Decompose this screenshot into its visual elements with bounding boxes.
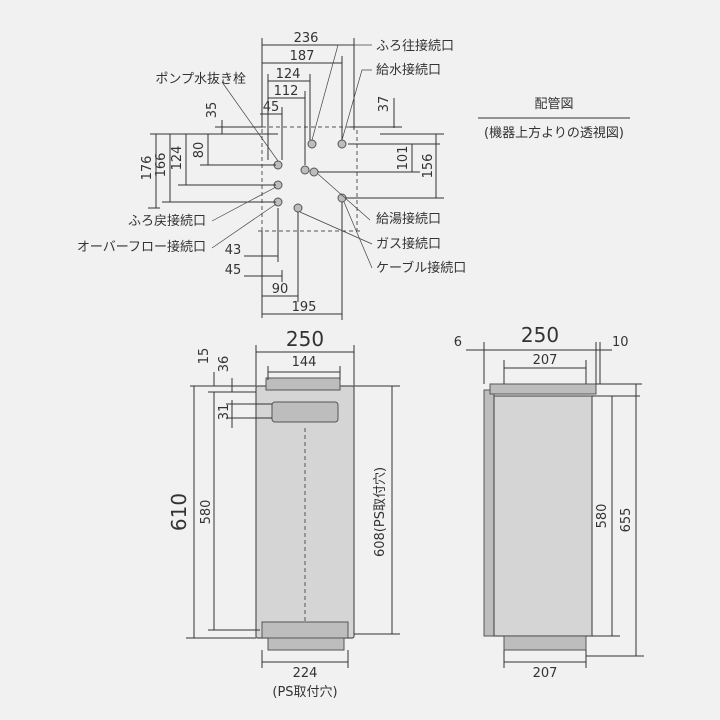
dim-43: 43 — [225, 243, 242, 258]
label-overflow: オーバーフロー接続口 — [77, 239, 206, 255]
side-dim-655: 655 — [619, 508, 634, 533]
front-dim-224: 224 — [293, 666, 318, 681]
label-kyuto: 給湯接続口 — [376, 211, 441, 227]
side-top-cap — [489, 383, 597, 395]
diagram-subtitle: (機器上方よりの透視図) — [484, 125, 624, 141]
dim-37: 37 — [377, 96, 392, 113]
furo-ou-port — [307, 139, 317, 149]
side-view: 6 250 10 207 580 655 207 — [454, 323, 644, 681]
label-cable: ケーブル接続口 — [376, 260, 466, 276]
side-dim-580: 580 — [595, 504, 610, 529]
top-fitting — [265, 377, 341, 391]
bottom-panel — [261, 621, 349, 639]
front-ps-note: (PS取付穴) — [272, 685, 337, 700]
dim-90: 90 — [272, 282, 289, 297]
mounting-bracket — [483, 389, 495, 637]
dim-112: 112 — [274, 84, 299, 99]
kyuto-port — [309, 167, 319, 177]
dim-124: 124 — [276, 67, 301, 82]
dim-236: 236 — [294, 31, 319, 46]
front-width: 250 — [286, 327, 324, 351]
dim-101: 101 — [396, 146, 411, 171]
dim-156: 156 — [421, 154, 436, 179]
label-kyusui: 給水接続口 — [376, 62, 441, 78]
label-furo-modori: ふろ戻接続口 — [128, 213, 206, 229]
gas-port — [293, 203, 303, 213]
bottom-fittings — [267, 637, 345, 651]
side-dim-207-top: 207 — [533, 353, 558, 368]
dim-80: 80 — [192, 142, 207, 159]
label-pump: ポンプ水抜き栓 — [155, 71, 246, 87]
dim-166: 166 — [154, 153, 169, 178]
side-dim-10: 10 — [612, 335, 629, 350]
side-bottom-fittings — [503, 635, 587, 651]
dim-195: 195 — [292, 300, 317, 315]
label-furo-ou: ふろ往接続口 — [376, 38, 454, 54]
dim-35: 35 — [205, 102, 220, 119]
side-width: 250 — [521, 323, 559, 347]
label-gas: ガス接続口 — [376, 236, 441, 252]
kyusui-port — [337, 139, 347, 149]
dim-45-top: 45 — [263, 100, 280, 115]
dim-45-bottom: 45 — [225, 263, 242, 278]
top-view: 236 187 124 112 45 35 176 166 124 80 — [77, 31, 630, 320]
front-height: 610 — [167, 493, 191, 531]
dim-124-v: 124 — [170, 146, 185, 171]
front-dim-608: 608(PS取付穴) — [373, 467, 388, 557]
front-dim-580: 580 — [199, 500, 214, 525]
dim-187: 187 — [290, 49, 315, 64]
diagram-title: 配管図 — [534, 97, 573, 112]
front-view: 250 144 15 36 31 610 580 608(PS取付穴) 224 … — [167, 327, 400, 700]
side-dim-207-bottom: 207 — [533, 666, 558, 681]
side-dim-6: 6 — [454, 335, 462, 350]
front-dim-15: 15 — [197, 348, 212, 365]
center-port — [300, 165, 310, 175]
front-dim-31: 31 — [217, 404, 232, 421]
dim-176: 176 — [140, 156, 155, 181]
front-dim-144: 144 — [292, 355, 317, 370]
exhaust-outlet — [271, 401, 339, 423]
side-body — [493, 395, 593, 637]
front-dim-36: 36 — [217, 356, 232, 373]
